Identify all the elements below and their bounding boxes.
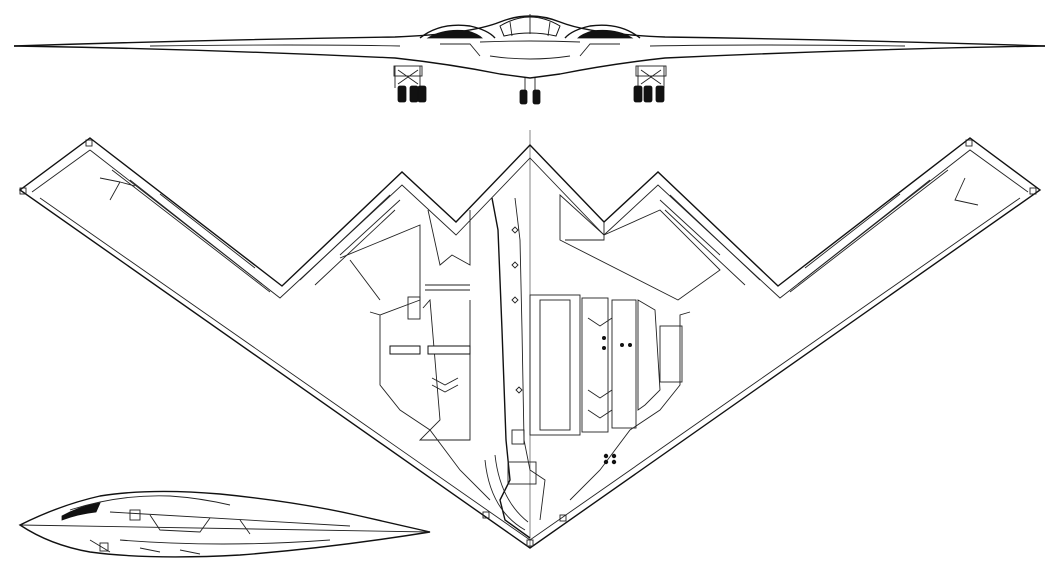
- front-view: [13, 14, 1046, 105]
- side-view: [18, 490, 431, 558]
- plan-view: [18, 137, 1042, 549]
